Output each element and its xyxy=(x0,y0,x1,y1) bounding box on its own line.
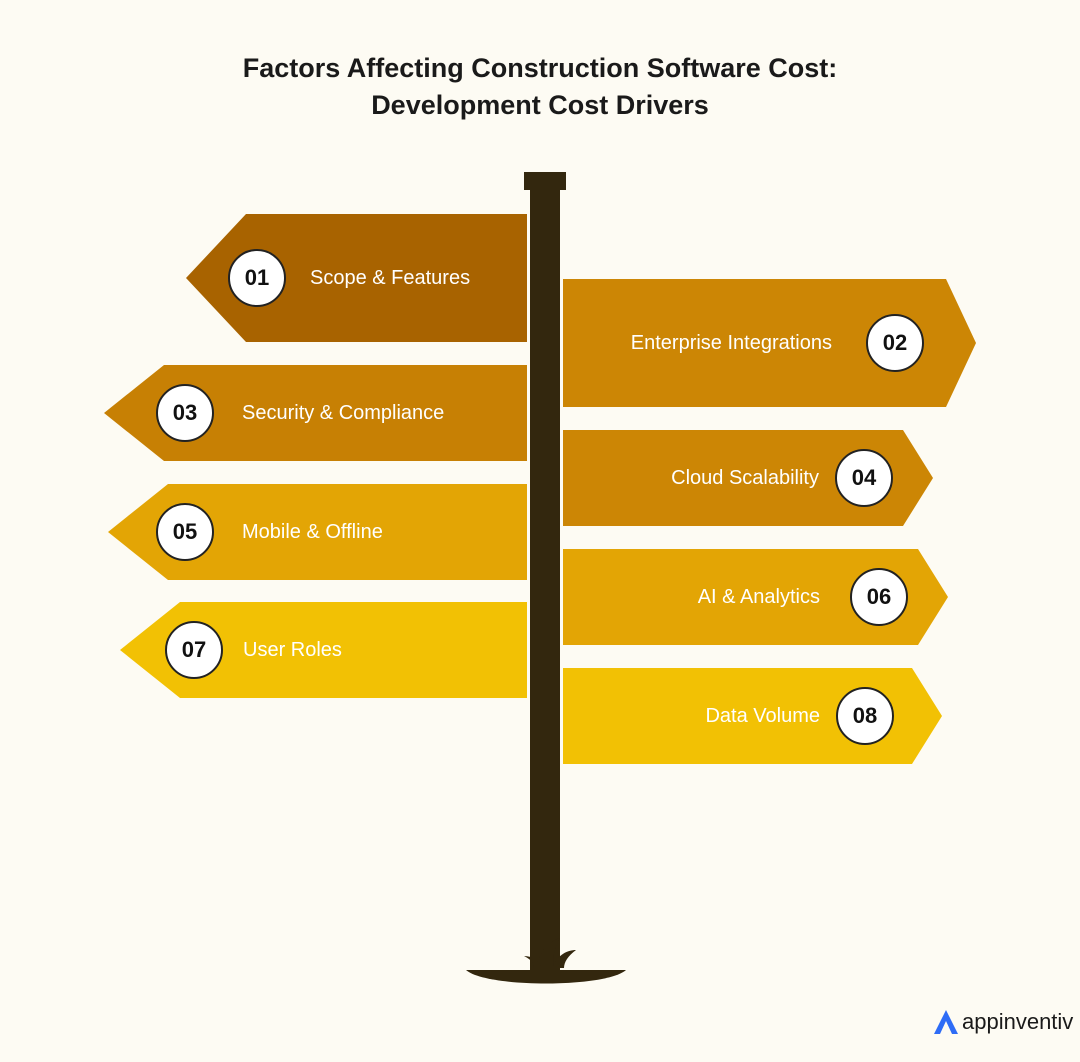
brand-logo-text: appinventiv xyxy=(962,1009,1074,1034)
sign-label: Security & Compliance xyxy=(242,401,445,424)
signpost-sign-08: Data Volume 08 xyxy=(563,668,942,764)
sign-label: User Roles xyxy=(243,638,342,661)
step-number-badge: 01 xyxy=(228,249,286,307)
step-number-badge: 05 xyxy=(156,503,214,561)
page-title: Factors Affecting Construction Software … xyxy=(0,50,1080,124)
signpost-sign-02: Enterprise Integrations 02 xyxy=(563,279,976,407)
sign-label: Cloud Scalability xyxy=(671,466,819,489)
signpost-sign-04: Cloud Scalability 04 xyxy=(563,430,933,526)
signpost-sign-03: 03 Security & Compliance xyxy=(104,365,527,461)
step-number-badge: 04 xyxy=(835,449,893,507)
sign-label: Mobile & Offline xyxy=(242,520,383,543)
step-number-badge: 06 xyxy=(850,568,908,626)
sign-label: Data Volume xyxy=(705,704,820,727)
signpost-cap xyxy=(524,172,566,190)
sign-label: Scope & Features xyxy=(310,266,471,289)
sign-label: AI & Analytics xyxy=(697,585,820,608)
title-line-2: Development Cost Drivers xyxy=(371,90,709,120)
step-number-badge: 07 xyxy=(165,621,223,679)
signpost-sign-01: 01 Scope & Features xyxy=(186,214,527,342)
title-line-1: Factors Affecting Construction Software … xyxy=(242,53,838,83)
sign-label: Enterprise Integrations xyxy=(630,331,832,354)
step-number-badge: 08 xyxy=(836,687,894,745)
signpost-sign-07: 07 User Roles xyxy=(120,602,527,698)
signpost-pole xyxy=(530,190,560,970)
ground-grass-icon xyxy=(466,938,626,984)
step-number-badge: 03 xyxy=(156,384,214,442)
brand-logo: appinventiv xyxy=(932,1008,1073,1036)
appinventiv-logo-icon xyxy=(934,1010,958,1034)
step-number-badge: 02 xyxy=(866,314,924,372)
signpost-sign-06: AI & Analytics 06 xyxy=(563,549,948,645)
signpost-sign-05: 05 Mobile & Offline xyxy=(108,484,527,580)
